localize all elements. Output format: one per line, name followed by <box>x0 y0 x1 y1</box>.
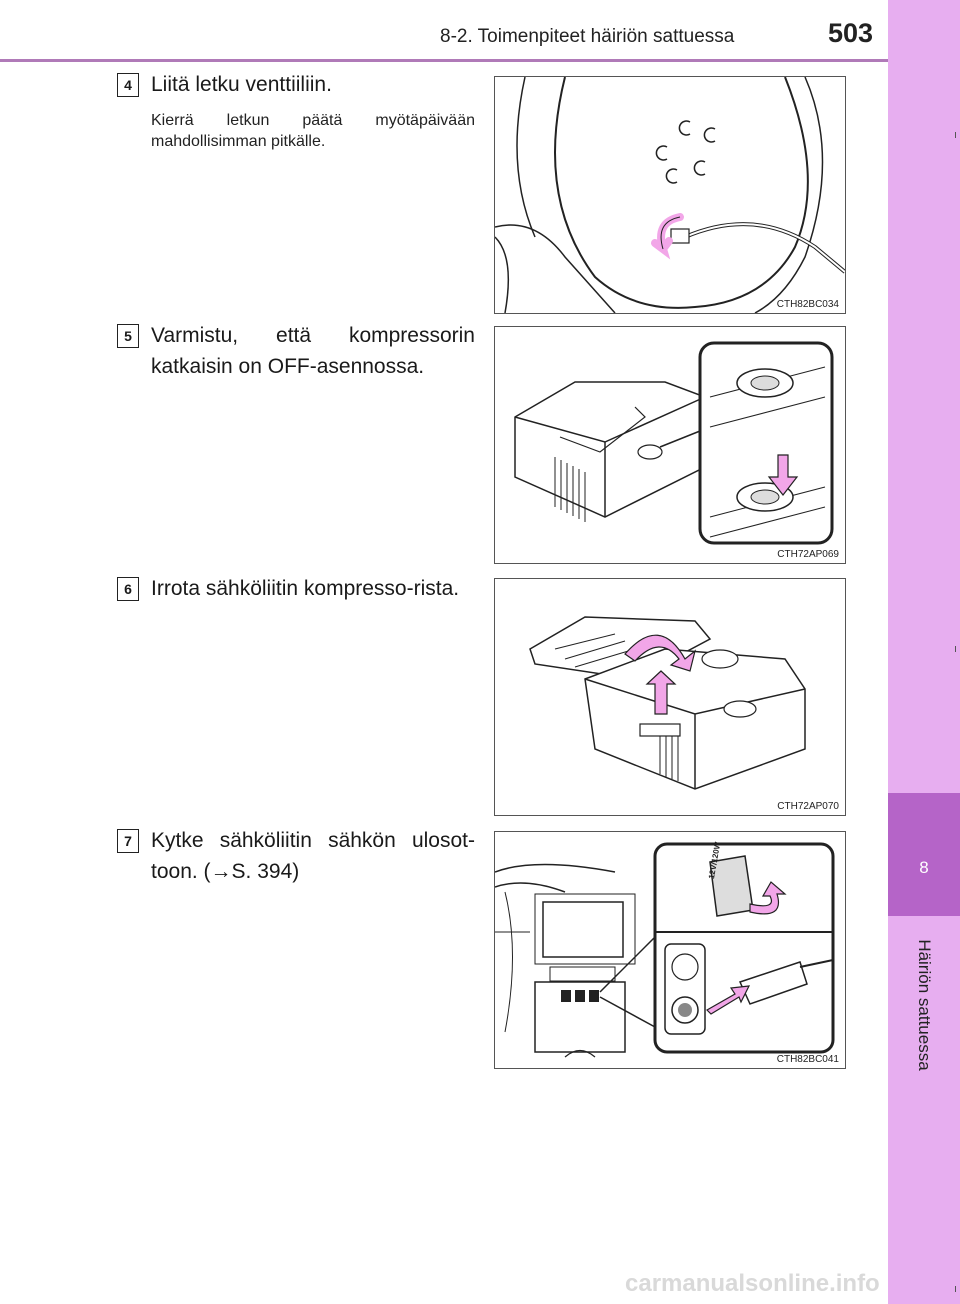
chapter-side-tab[interactable] <box>888 0 960 1304</box>
step-4-subtext: Kierrä letkun päätä myötäpäivään mahdoll… <box>151 112 475 150</box>
compressor-switch-illustration <box>514 341 834 545</box>
step-6-text: Irrota sähköliitin kompresso-rista. <box>151 577 460 600</box>
step-number-4: 4 <box>117 73 139 97</box>
figure-hose-valve: CTH82BC034 <box>494 76 846 314</box>
step-7-text: Kytke sähköliitin sähkön ulosot-toon. (→… <box>151 829 475 883</box>
figure-code: CTH72AP070 <box>777 801 839 812</box>
figure-power-outlet: 12V/120W CTH82BC041 <box>494 831 846 1069</box>
step-number-6: 6 <box>117 577 139 601</box>
figure-code: CTH82BC034 <box>776 299 839 310</box>
power-outlet-illustration <box>495 842 835 1058</box>
section-title: 8-2. Toimenpiteet häiriön sattuessa <box>440 26 735 47</box>
step-4-text: Liitä letku venttiiliin. <box>151 73 332 96</box>
watermark: carmanualsonline.info <box>625 1270 880 1297</box>
disconnect-plug-illustration <box>529 616 806 790</box>
hose-valve-illustration <box>495 77 845 313</box>
figure-disconnect-plug: CTH72AP070 <box>494 578 846 816</box>
chapter-number: 8 <box>919 858 929 877</box>
margin-tick <box>955 1286 956 1292</box>
margin-tick <box>955 132 956 138</box>
step-5-text: Varmistu, että kompressorin katkaisin on… <box>151 324 475 378</box>
figure-code: CTH82BC041 <box>776 1054 839 1065</box>
page-number: 503 <box>828 18 874 48</box>
figure-code: CTH72AP069 <box>777 549 839 560</box>
margin-tick <box>955 646 956 652</box>
chapter-label: Häiriön sattuessa <box>915 939 934 1071</box>
step-number-5: 5 <box>117 324 139 348</box>
figure-compressor-switch: CTH72AP069 <box>494 326 846 564</box>
step-number-7: 7 <box>117 829 139 853</box>
header-rule <box>0 59 888 62</box>
chapter-number-block <box>888 793 960 916</box>
